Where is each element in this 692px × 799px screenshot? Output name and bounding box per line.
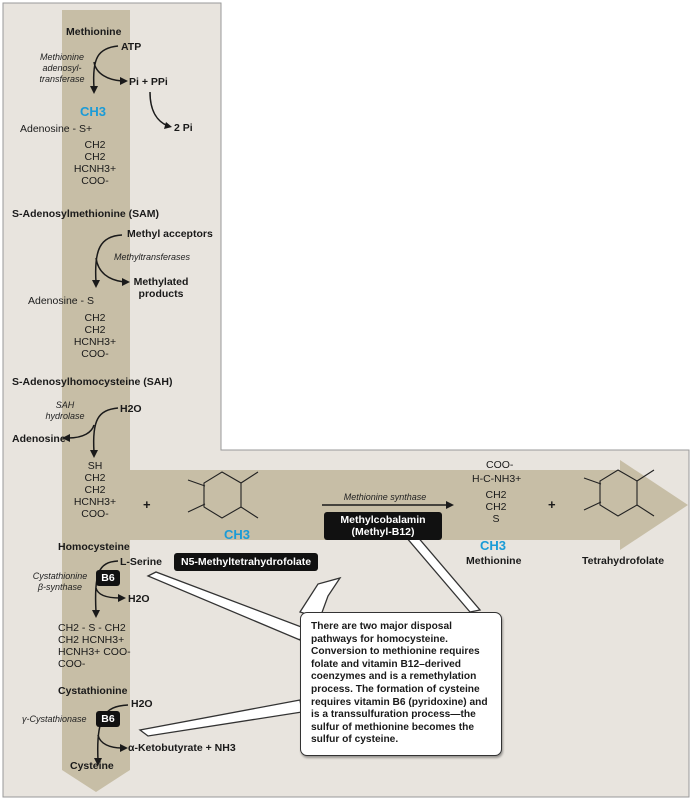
methionine-right-label: Methionine: [466, 555, 522, 567]
sah-structure: CH2 CH2 HCNH3+ COO-: [73, 312, 117, 360]
keto-arrow: [97, 734, 123, 749]
explanatory-note: There are two major disposal pathways fo…: [300, 612, 502, 756]
cystathionine-label: Cystathionine: [58, 685, 128, 697]
sam-ch3-group: CH3: [80, 104, 107, 119]
h2o-arrow-2: [95, 587, 121, 599]
plus-sign-1: +: [143, 497, 151, 512]
homocysteine-structure: SH CH2 CH2 HCNH3+ COO-: [73, 460, 117, 520]
methylated-arrow: [95, 257, 125, 283]
cystathionase-enzyme: γ-Cystathionase: [22, 714, 87, 724]
atp-label: ATP: [121, 41, 142, 53]
sah-label: S-Adenosylhomocysteine (SAH): [12, 376, 173, 388]
h2o-label-1: H2O: [120, 403, 142, 415]
atp-arrow: [92, 45, 119, 89]
sam-adenosine-s: Adenosine - S+: [20, 123, 93, 135]
methionine-top-label: Methionine: [66, 26, 122, 38]
sam-structure: CH2 CH2 HCNH3+ COO-: [73, 139, 117, 187]
methylcobalamin-box: Methylcobalamin (Methyl-B12): [324, 512, 442, 540]
folate-ring-left: [187, 471, 259, 519]
sam-synthetase-enzyme: Methionine adenosyl- transferase: [39, 52, 85, 84]
methylated-products-label: Methylated products: [133, 276, 189, 300]
adenosine-label: Adenosine: [12, 433, 66, 445]
two-pi-label: 2 Pi: [174, 122, 193, 134]
note-callout-pointers: [138, 527, 482, 737]
n5-methyltetrahydrofolate-box: N5-Methyltetrahydrofolate: [174, 553, 319, 571]
ketobutyrate-label: α-Ketobutyrate + NH3: [128, 742, 236, 754]
b6-badge-1: B6: [96, 570, 120, 586]
homocysteine-label: Homocysteine: [58, 541, 130, 553]
tetrahydrofolate-label: Tetrahydrofolate: [582, 555, 665, 567]
methyltransferases-enzyme: Methyltransferases: [114, 252, 191, 262]
n5-ch3-group: CH3: [224, 527, 251, 542]
b6-badge-2: B6: [96, 711, 120, 727]
folate-ring-right: [583, 469, 655, 517]
serine-label: L-Serine: [120, 556, 163, 568]
sah-adenosine-s: Adenosine - S: [28, 295, 94, 307]
pi-ppi-label: Pi + PPi: [129, 76, 168, 88]
methyl-acceptor-arrow: [94, 234, 123, 283]
h2o-label-2: H2O: [128, 593, 150, 605]
pi-arrow: [93, 61, 123, 82]
h2o-label-3: H2O: [131, 698, 153, 710]
methionine-ch3-group: CH3: [480, 538, 507, 553]
methionine-synthase-enzyme: Methionine synthase: [343, 492, 427, 502]
plus-sign-2: +: [548, 497, 556, 512]
h2o-arrow-1: [92, 407, 119, 453]
cystathionine-structure: CH2 - S - CH2 CH2 HCNH3+ HCNH3+ COO- COO…: [58, 622, 131, 670]
methionine-coo: COO-: [486, 459, 514, 471]
cysteine-label: Cysteine: [70, 760, 114, 772]
cystathionine-synthase-enzyme: Cystathionine β-synthase: [32, 571, 88, 592]
methionine-hc-nh3: H-C-NH3+: [472, 473, 522, 485]
sam-label: S-Adenosylmethionine (SAM): [12, 208, 160, 220]
sah-hydrolase-enzyme: SAH hydrolase: [45, 400, 85, 421]
methionine-structure: CH2 CH2 S: [485, 489, 507, 525]
vertical-arrow-band: [62, 10, 130, 792]
methyl-acceptors-label: Methyl acceptors: [127, 228, 213, 240]
adenosine-arrow: [67, 424, 95, 439]
